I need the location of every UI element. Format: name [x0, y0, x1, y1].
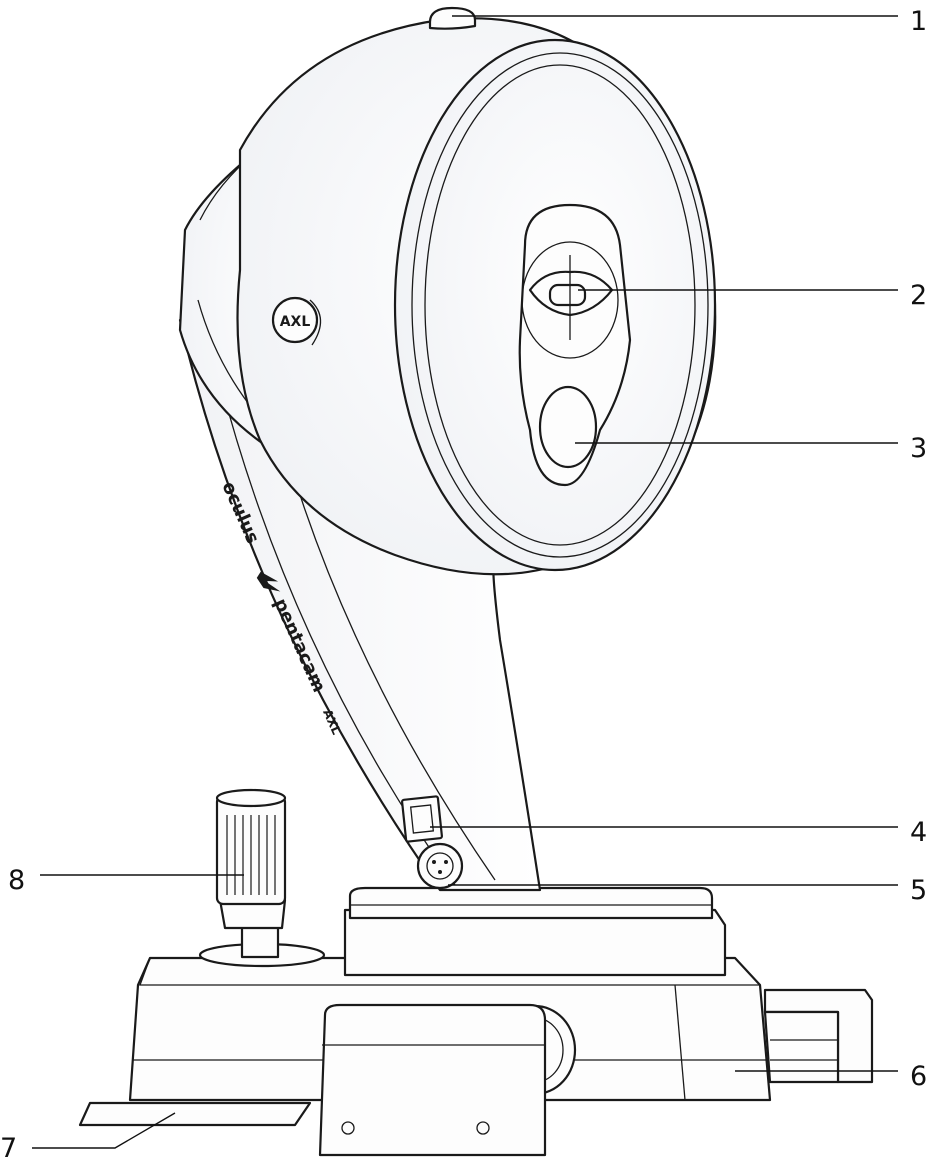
callout-6-label: 6 [910, 1061, 927, 1092]
callout-4-label: 4 [910, 817, 927, 848]
axl-badge: AXL [271, 296, 322, 346]
callout-1: 1 [452, 6, 927, 37]
callout-7-label: 7 [0, 1133, 17, 1157]
callout-6: 6 [735, 1061, 927, 1092]
brand-logo-icon [256, 571, 281, 592]
power-switch[interactable] [401, 795, 443, 843]
callout-5-label: 5 [910, 875, 927, 906]
fixation-target [538, 385, 598, 469]
joystick[interactable] [198, 788, 326, 968]
callout-4: 4 [430, 817, 927, 848]
callout-8: 8 [8, 865, 244, 896]
callout-5: 5 [448, 875, 927, 906]
connector-socket [416, 842, 464, 890]
top-button[interactable] [428, 6, 477, 30]
axl-badge-text: AXL [280, 314, 311, 330]
callout-3-label: 3 [910, 433, 927, 464]
joystick-grip-ribs [226, 815, 276, 895]
callout-1-label: 1 [910, 6, 927, 37]
measurement-head: AXL [178, 6, 717, 576]
callout-2-label: 2 [910, 280, 927, 311]
camera-window [528, 255, 614, 340]
callout-8-label: 8 [8, 865, 25, 896]
camera-window-plate [518, 203, 632, 487]
callout-7: 7 [0, 1112, 176, 1157]
instrument-base [78, 886, 874, 1157]
callout-3: 3 [575, 433, 927, 464]
callout-2: 2 [578, 280, 927, 311]
